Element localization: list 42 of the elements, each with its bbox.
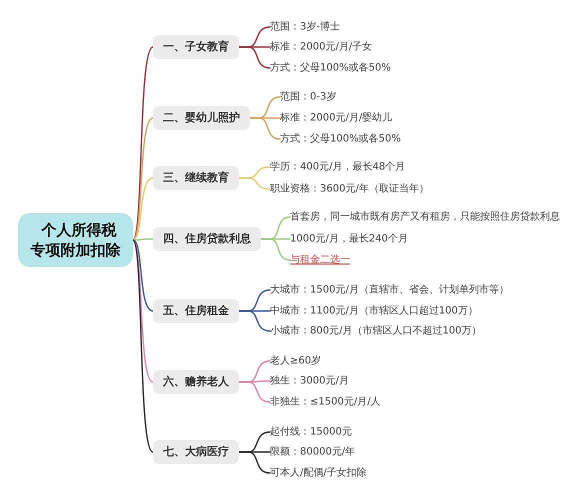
branch-connector (238, 177, 271, 190)
note-text: 与租金二选一 (290, 254, 350, 266)
detail-text: 大城市：1500元/月（直辖市、省会、计划单列市等） (270, 284, 509, 296)
branch-connector (238, 381, 271, 403)
branch-connector (132, 177, 154, 241)
detail-text: 方式：父母100%或各50% (270, 62, 391, 74)
detail-text: 标准：2000元/月/子女 (270, 40, 372, 54)
branch-topic-box: 一、子女教育 (153, 35, 239, 59)
detail-text: 标准：2000元/月/婴幼儿 (280, 112, 392, 124)
central-topic-box: 个人所得税专项附加扣除 (18, 213, 133, 267)
branch-connector (260, 238, 291, 261)
detail-text: 限额：80000元/年 (270, 446, 356, 458)
detail-text: 职业资格：3600元/年（取证当年） (270, 182, 429, 196)
detail-text: 老人≥60岁 (270, 354, 322, 368)
detail-text: 范围：0-3岁 (280, 90, 336, 104)
branch-connector (132, 239, 154, 312)
branch-topic-box: 五、住房租金 (153, 299, 239, 323)
branch-topic-box: 六、赡养老人 (153, 370, 239, 394)
branch-connector (132, 239, 154, 453)
detail-text: 中城市：1100元/月（市辖区人口超过100万） (270, 304, 478, 318)
branch-topic-box: 二、婴幼儿照护 (153, 106, 250, 130)
detail-text: 首套房，同一城市既有房产又有租房，只能按照住房贷款利息 (290, 210, 560, 224)
branch-connector (238, 46, 271, 69)
detail-text: 学历：400元/月，最长48个月 (270, 160, 406, 174)
detail-text: 独生：3000元/月 (270, 374, 349, 388)
detail-text: 可本人/配偶/子女扣除 (270, 466, 367, 480)
branch-connector (132, 117, 154, 241)
branch-topic-box: 七、大病医疗 (153, 440, 239, 464)
detail-text: 范围：3岁-博士 (270, 20, 340, 34)
detail-text: 非独生：≤1500元/月/人 (270, 396, 381, 408)
branch-connector (238, 310, 271, 332)
branch-connector (249, 117, 281, 140)
detail-text: 1000元/月，最长240个月 (290, 232, 408, 246)
branch-connector (132, 238, 154, 241)
detail-text: 小城市：800元/月（市辖区人口不超过100万） (270, 324, 482, 338)
branch-connector (132, 46, 154, 241)
branch-connector (132, 239, 154, 383)
detail-text: 方式：父母100%或各50% (280, 132, 401, 146)
branch-topic-box: 四、住房贷款利息 (153, 227, 261, 251)
detail-text: 起付线：15000元 (270, 426, 352, 438)
branch-connector (238, 451, 271, 474)
branch-topic-box: 三、继续教育 (153, 166, 239, 190)
